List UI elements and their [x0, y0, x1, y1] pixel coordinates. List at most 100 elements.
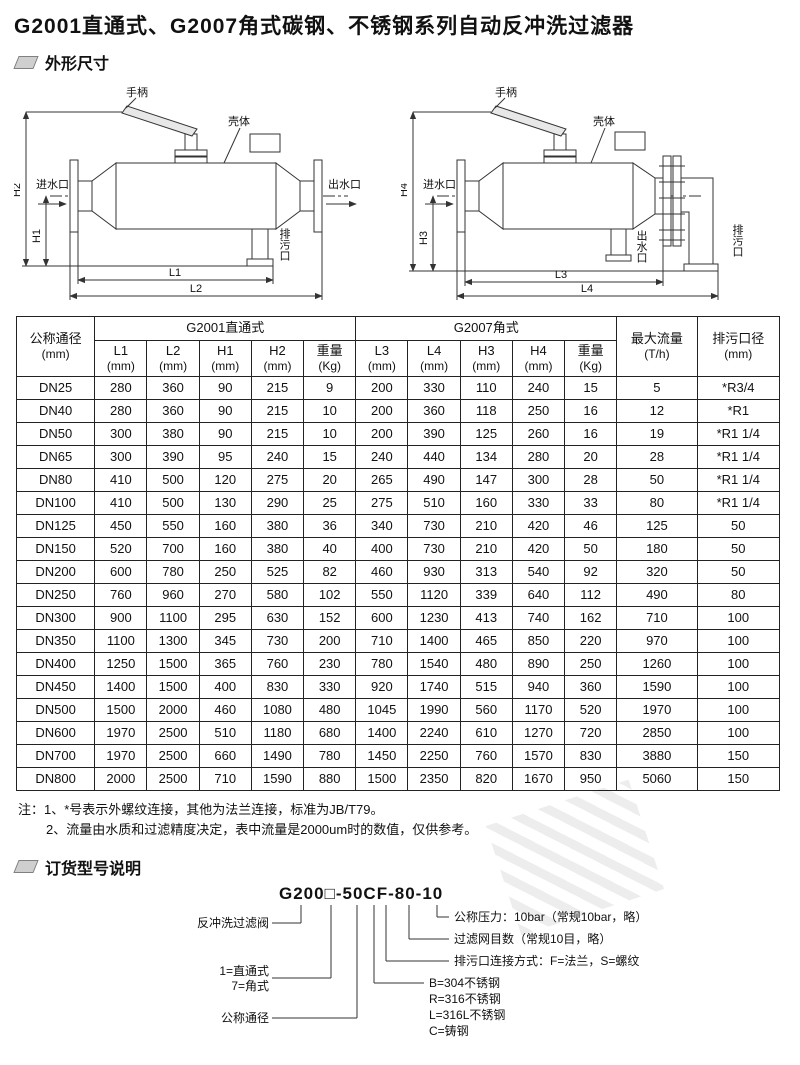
value-cell: 28	[564, 468, 618, 493]
dn-cell: DN80	[15, 468, 96, 493]
value-cell: 390	[146, 445, 200, 470]
spec-table: 公称通径 (mm) G2001直通式 G2007角式 最大流量 (T/h) 排污…	[15, 315, 781, 792]
value-cell: *R3/4	[696, 376, 781, 401]
value-cell: 400	[355, 537, 409, 562]
value-cell: 830	[564, 744, 618, 769]
section-ordering: 订货型号说明	[13, 855, 786, 879]
col-header-h1: H1(mm)	[198, 339, 252, 378]
value-cell: 134	[459, 445, 513, 470]
value-cell: 300	[94, 422, 148, 447]
outlet-label: 出水口	[328, 177, 361, 191]
value-cell: 120	[198, 468, 252, 493]
value-cell: 330	[303, 675, 357, 700]
value-cell: 275	[355, 491, 409, 516]
value-cell: 240	[511, 376, 566, 401]
value-cell: 215	[250, 422, 305, 447]
col-header-l3: L3(mm)	[355, 339, 409, 378]
dim-h1: H1	[31, 229, 43, 243]
value-cell: 480	[459, 652, 513, 677]
flow-header-text: 最大流量	[630, 331, 683, 346]
value-cell: 660	[198, 744, 252, 769]
dn-cell: DN250	[15, 583, 96, 608]
dimension-diagrams: 手柄 壳体 进水口 出水口 排污口 H1 H2 L1 L2	[14, 78, 786, 308]
value-cell: 1450	[355, 744, 409, 769]
value-cell: 200	[303, 629, 357, 654]
g2007-drawing	[409, 97, 719, 300]
value-cell: 380	[250, 514, 305, 539]
value-cell: *R1 1/4	[696, 445, 781, 470]
dim-l2: L2	[190, 283, 202, 295]
value-cell: 760	[250, 652, 305, 677]
value-cell: 100	[696, 606, 781, 631]
value-cell: 160	[198, 537, 252, 562]
value-cell: 110	[459, 376, 513, 401]
value-cell: 525	[250, 560, 305, 585]
value-cell: 510	[407, 491, 461, 516]
value-cell: 365	[198, 652, 252, 677]
col-header-l4: L4(mm)	[407, 339, 461, 378]
value-cell: 313	[459, 560, 513, 585]
value-cell: 20	[303, 468, 357, 493]
value-cell: 900	[94, 606, 148, 631]
value-cell: 390	[407, 422, 461, 447]
value-cell: 2500	[146, 744, 200, 769]
col-flow-header: 最大流量 (T/h)	[616, 315, 698, 378]
value-cell: 360	[407, 399, 461, 424]
value-cell: 2500	[146, 767, 200, 792]
model-code-svg: G200□-50CF-80-10 反冲洗过滤阀 1=直通式 7=角式 公称通径 …	[197, 884, 647, 1038]
value-cell: 200	[355, 422, 409, 447]
value-cell: 1990	[407, 698, 461, 723]
handle-lever	[121, 105, 198, 137]
note-line-2: 2、流量由水质和过滤精度决定，表中流量是2000um时的数值，仅供参考。	[46, 822, 478, 838]
dn-cell: DN125	[15, 514, 96, 539]
value-cell: 400	[198, 675, 252, 700]
value-cell: 360	[146, 376, 200, 401]
value-cell: 40	[303, 537, 357, 562]
diagram-g2001: 手柄 壳体 进水口 出水口 排污口 H1 H2 L1 L2	[14, 85, 361, 300]
col-header-weight-1: 重量(Kg)	[303, 339, 357, 378]
value-cell: 1970	[616, 698, 698, 723]
value-cell: 100	[696, 629, 781, 654]
value-cell: 830	[250, 675, 305, 700]
value-cell: 760	[94, 583, 148, 608]
nameplate-box	[614, 131, 646, 151]
value-cell: 10	[303, 399, 357, 424]
value-cell: 90	[198, 399, 252, 424]
page-title: G2001直通式、G2007角式碳钢、不锈钢系列自动反冲洗过滤器	[14, 15, 635, 38]
value-cell: 1170	[511, 698, 566, 723]
value-cell: 16	[564, 422, 618, 447]
group-header-g2001: G2001直通式	[94, 316, 357, 341]
value-cell: 1400	[355, 721, 409, 746]
value-cell: 820	[459, 767, 513, 792]
col-header-l1: L1(mm)	[94, 339, 148, 378]
value-cell: 1080	[250, 698, 305, 723]
handle-label: 手柄	[126, 85, 148, 99]
dn-header-unit: (mm)	[41, 347, 70, 362]
value-cell: 700	[146, 537, 200, 562]
value-cell: 280	[94, 399, 148, 424]
value-cell: 250	[564, 652, 618, 677]
dn-cell: DN500	[15, 698, 96, 723]
value-cell: 2240	[407, 721, 461, 746]
table-group-header-row: 公称通径 (mm) G2001直通式 G2007角式 最大流量 (T/h) 排污…	[15, 315, 781, 378]
value-cell: 3880	[616, 744, 698, 769]
value-cell: 260	[511, 422, 566, 447]
value-cell: 102	[303, 583, 357, 608]
value-cell: 100	[696, 652, 781, 677]
value-cell: 220	[564, 629, 618, 654]
value-cell: 1100	[94, 629, 148, 654]
value-cell: 1260	[616, 652, 698, 677]
value-cell: 1100	[146, 606, 200, 631]
col-drain-header: 排污口径 (mm)	[696, 315, 781, 378]
value-cell: 50	[564, 537, 618, 562]
value-cell: 230	[303, 652, 357, 677]
value-cell: 15	[303, 445, 357, 470]
value-cell: 10	[303, 422, 357, 447]
value-cell: 330	[511, 491, 566, 516]
